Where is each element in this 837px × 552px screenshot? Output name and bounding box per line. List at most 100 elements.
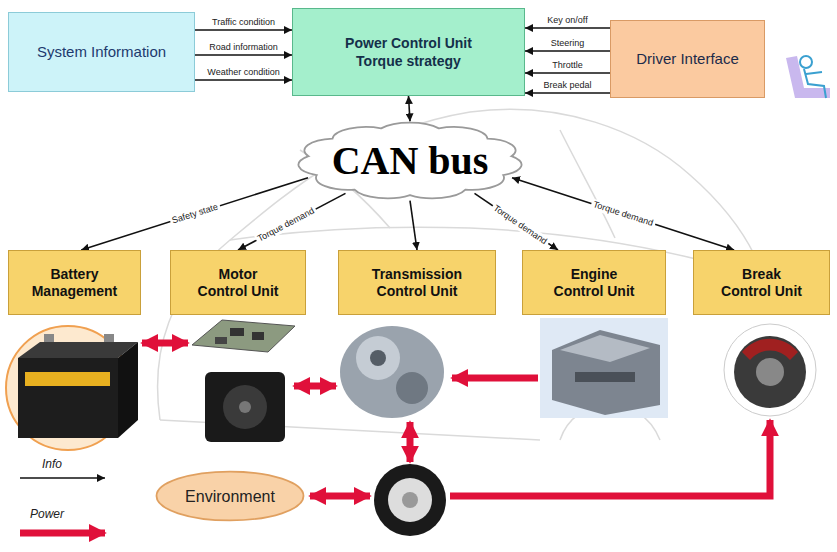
ellipse-shape <box>157 472 304 521</box>
motor-shaft <box>239 401 251 413</box>
info-connector <box>525 72 610 74</box>
power-arrow <box>142 340 188 347</box>
chip <box>215 337 227 344</box>
node-content: CAN bus <box>332 139 489 183</box>
info-connector <box>195 54 292 56</box>
edge-label: Key on/off <box>545 15 589 26</box>
node-content: Engine Control Unit <box>548 266 640 300</box>
edge-label: Steering <box>549 38 587 49</box>
car-line <box>560 130 615 238</box>
edge-label: Traffic condition <box>210 17 277 28</box>
engine-part <box>575 372 635 382</box>
rim <box>388 478 432 522</box>
node-text: Driver Interface <box>636 50 739 68</box>
control-box: Transmission Control Unit <box>338 250 496 315</box>
legend-samples <box>20 478 105 533</box>
brake-picture <box>724 324 816 416</box>
wheel-picture <box>374 464 446 536</box>
circuit-board <box>192 320 295 352</box>
hub <box>402 492 418 508</box>
car-outline <box>158 109 770 440</box>
node-content: Motor Control Unit <box>192 266 284 300</box>
brake-ground <box>724 324 816 416</box>
gearbox-part <box>370 350 386 366</box>
node-text: Engine Control Unit <box>548 266 640 300</box>
battery-picture <box>6 326 138 450</box>
edge-label: Break pedal <box>541 80 593 91</box>
driver-head <box>800 56 812 68</box>
info-connector <box>525 27 610 29</box>
driver-body <box>804 69 826 98</box>
info-connector <box>525 50 610 52</box>
info-connector <box>195 79 292 81</box>
info-connector <box>238 193 346 250</box>
engine-picture <box>540 318 668 418</box>
node-text: Break Control Unit <box>716 266 808 300</box>
battery-label <box>25 372 110 386</box>
control-box: Motor Control Unit <box>170 250 306 315</box>
tyre <box>374 464 446 536</box>
info-connector <box>81 178 308 250</box>
info-connector <box>410 201 417 250</box>
node-content: Battery Management <box>29 266 121 300</box>
edge-label: Torque demand <box>490 201 551 247</box>
control-box: Engine Control Unit <box>522 250 666 315</box>
info-sample <box>20 477 105 479</box>
motor-picture <box>205 372 285 442</box>
battery-side <box>118 342 138 438</box>
power-arrow <box>452 375 538 382</box>
motor-face <box>223 385 267 429</box>
control-box: Power Control UnitTorque strategy <box>292 8 525 96</box>
node-content: Transmission Control Unit <box>371 266 463 300</box>
seat <box>786 56 830 98</box>
brake-disc <box>734 336 806 408</box>
gearbox-body <box>340 326 444 418</box>
chip <box>230 328 244 336</box>
node-content: Break Control Unit <box>716 266 808 300</box>
legend-text: Info <box>42 457 62 471</box>
node-text: Environment <box>185 487 275 506</box>
edge-label: Road information <box>207 42 280 53</box>
edge-label: Torque demand <box>254 204 318 245</box>
driver-icon <box>786 56 830 98</box>
power-arrow <box>450 420 770 496</box>
engine-photo-ground <box>540 318 668 418</box>
interface-box: Driver Interface <box>610 20 765 98</box>
transmission-picture <box>340 326 444 418</box>
chip <box>252 332 264 340</box>
node-content: Driver Interface <box>636 50 739 68</box>
node-text: System Information <box>37 43 166 61</box>
edge-label: Torque demand <box>590 198 657 229</box>
power-arrow <box>310 493 370 500</box>
battery-body <box>18 358 118 438</box>
node-text: Transmission Control Unit <box>371 266 463 300</box>
motor-controller-picture <box>192 320 295 352</box>
gearbox-part <box>396 372 428 404</box>
power-arrow <box>294 383 336 390</box>
gearbox-part <box>356 336 400 380</box>
bus-cloud: CAN bus <box>285 115 535 207</box>
engine-block <box>552 330 660 415</box>
brake-caliper <box>742 339 798 360</box>
cloud-shape <box>298 123 521 199</box>
brake-hub <box>756 358 784 386</box>
node-text: Power Control Unit <box>345 34 472 52</box>
bus-label: CAN bus <box>332 139 489 183</box>
info-connector <box>195 29 292 31</box>
node-text: Motor Control Unit <box>192 266 284 300</box>
control-box: Break Control Unit <box>693 250 830 315</box>
engine-cover <box>560 335 650 362</box>
node-content: Power Control UnitTorque strategy <box>345 34 472 70</box>
info-box: System Information <box>8 12 195 92</box>
edge-label: Safety state <box>168 201 220 227</box>
node-text: Battery Management <box>29 266 121 300</box>
edge-label: Weather condition <box>205 67 281 78</box>
node-content: Environment <box>185 487 275 506</box>
power-sample <box>20 530 105 537</box>
motor-body <box>205 372 285 442</box>
edge-label: Throttle <box>550 60 585 71</box>
control-box: Battery Management <box>8 250 141 315</box>
node-text: Torque strategy <box>356 52 461 70</box>
